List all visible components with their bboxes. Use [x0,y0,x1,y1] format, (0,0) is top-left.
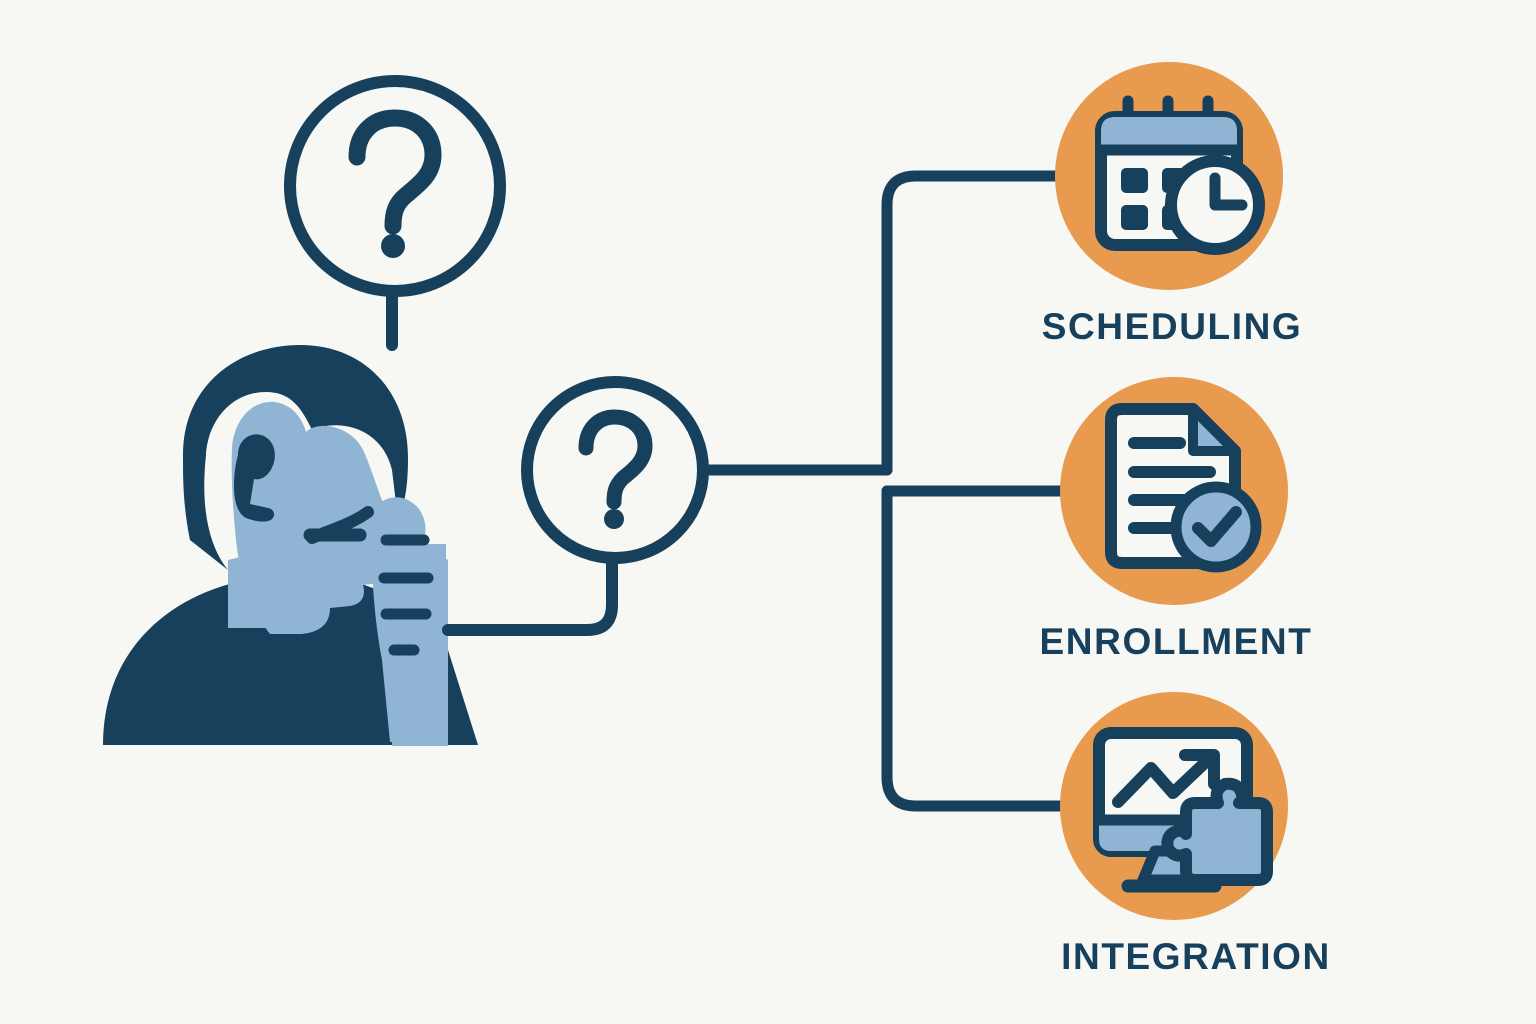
category-label-scheduling: SCHEDULING [1041,306,1303,347]
checkmark-icon [1192,506,1242,547]
person-thumb [306,506,374,544]
person-ear [234,434,275,522]
bubble-outline [521,376,709,564]
category-integration[interactable] [1060,692,1288,920]
connector-branch-bottom [881,485,1080,812]
person-figure [103,345,478,746]
puzzle-piece-icon [1161,777,1273,886]
trend-arrow-head [1179,749,1220,790]
category-enrollment[interactable] [1060,377,1288,605]
connector-branch-top [881,170,1080,476]
monitor-chart-puzzle-icon [1093,727,1273,893]
question-mark-dot [381,234,405,258]
trend-arrow [1112,751,1217,808]
calendar-day-cell [1121,168,1148,193]
calendar-clock-icon [1095,95,1265,255]
person-hair [183,345,408,570]
question-mark-dot [604,509,624,529]
middle-thought-bubble [442,376,709,636]
calendar-header-band [1101,117,1237,150]
category-label-enrollment: ENROLLMENT [1039,621,1313,662]
document-folded-corner [1188,404,1240,456]
question-mark-hook [578,409,653,510]
clock-hands [1209,172,1248,211]
bubble-tail-to-hand [442,552,618,636]
category-label-integration: INTEGRATION [1061,936,1331,977]
calendar-day-cell [1121,205,1148,230]
category-scheduling[interactable] [1055,62,1283,290]
person-fist [371,497,446,742]
document-check-icon [1105,403,1262,573]
question-mark-hook [348,109,442,235]
branch-connector [697,170,1080,812]
upper-thought-bubble [284,75,506,351]
person-finger-lines [378,534,434,656]
